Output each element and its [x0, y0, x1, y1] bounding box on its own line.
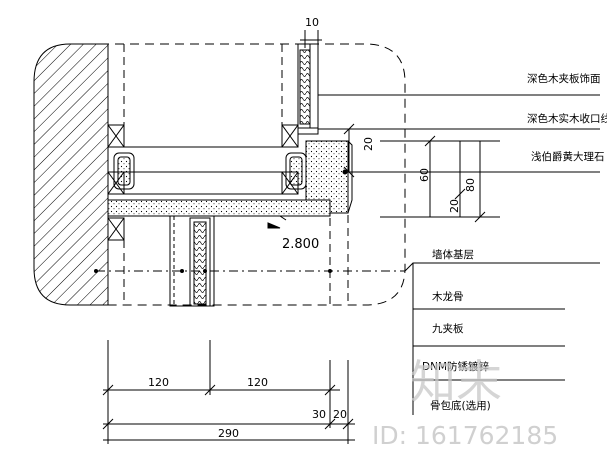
light-trough [113, 146, 307, 195]
dim-80: 80 [464, 178, 477, 192]
label-solid-wood-trim: 深色木实木收口线 [527, 112, 607, 125]
hanger-section [169, 215, 215, 307]
label-bracket: 骨包底(选用) [430, 399, 491, 412]
dim-120-right: 120 [247, 376, 268, 389]
label-dnm: DNM防锈镀锌 [422, 360, 489, 373]
wood-keel-blocks [107, 124, 299, 241]
dim-20-top: 20 [362, 137, 375, 151]
dimension-right [343, 123, 500, 223]
concrete-wall [33, 43, 109, 306]
dimension-top [300, 30, 322, 48]
dim-290: 290 [218, 427, 239, 440]
dim-20-bottom: 20 [333, 408, 347, 421]
detail-boundary [70, 43, 406, 306]
label-face-veneer: 深色木夹板饰面 [527, 72, 601, 85]
label-plywood: 九夹板 [432, 322, 464, 335]
dim-20-mid: 20 [448, 199, 461, 213]
leader-lines [318, 94, 600, 415]
label-marble: 浅伯爵黄大理石 [531, 150, 605, 163]
dim-10: 10 [305, 16, 319, 29]
ceiling-board [107, 199, 331, 229]
veneer-panel [297, 43, 319, 135]
watermark-brand: 知末 [410, 355, 502, 409]
label-wood-keel: 木龙骨 [432, 290, 464, 303]
dimension-bottom [102, 340, 355, 444]
watermark-id: ID: 161762185 [372, 421, 558, 450]
dim-120-left: 120 [148, 376, 169, 389]
dim-60: 60 [418, 168, 431, 182]
elevation-mark: 2.800 [282, 237, 319, 252]
guide-lines [123, 44, 349, 305]
dim-30: 30 [312, 408, 326, 421]
label-wall-base: 墙体基层 [432, 248, 474, 261]
